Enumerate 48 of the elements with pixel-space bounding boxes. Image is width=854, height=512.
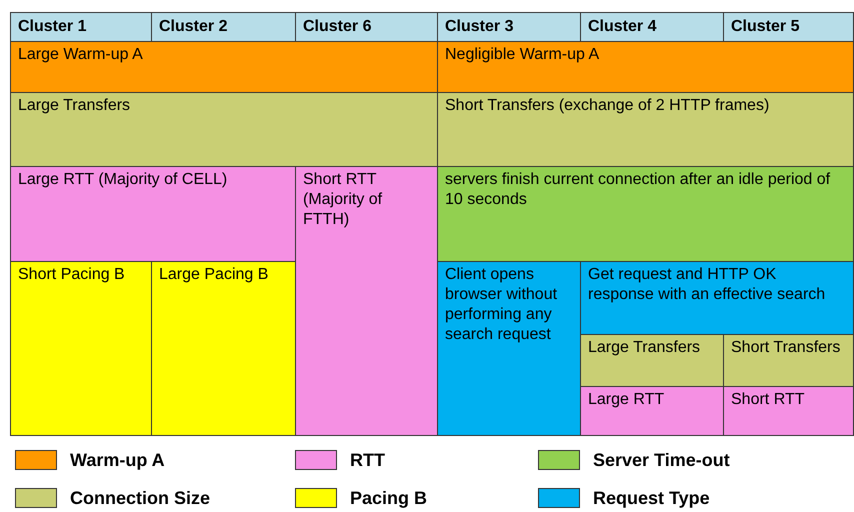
colored-block <box>10 166 296 262</box>
legend-label: Pacing B <box>350 487 428 509</box>
block-label: Large Transfers <box>18 97 130 114</box>
colored-block <box>10 92 438 167</box>
colored-block <box>437 261 581 436</box>
header-cell <box>580 12 724 42</box>
block-label: Large RTT <box>588 391 664 408</box>
colored-block <box>437 166 854 262</box>
header-cell <box>151 12 296 42</box>
block-label: Large Warm-up A <box>18 46 143 63</box>
column-header: Cluster 5 <box>731 18 800 35</box>
header-cell <box>295 12 438 42</box>
block-label: Large Pacing B <box>159 266 268 283</box>
column-header: Cluster 2 <box>159 18 228 35</box>
legend-label: Connection Size <box>70 487 210 509</box>
colored-block <box>723 386 854 436</box>
block-label: Negligible Warm-up A <box>445 46 600 63</box>
colored-block <box>151 261 296 436</box>
colored-block <box>10 41 438 93</box>
block-label: Short Transfers <box>731 339 840 356</box>
colored-block <box>723 334 854 387</box>
colored-block <box>580 386 724 436</box>
block-label: Short RTT <box>731 391 804 408</box>
colored-block <box>437 41 854 93</box>
block-label: Large RTT (Majority of CELL) <box>18 171 228 188</box>
legend-label: Request Type <box>593 487 710 509</box>
block-label: Large Transfers <box>588 339 700 356</box>
column-header: Cluster 1 <box>18 18 86 35</box>
header-cell <box>723 12 854 42</box>
header-cell <box>10 12 152 42</box>
block-label: Get request and HTTP OK response with an effective search <box>588 266 826 303</box>
legend-label: Warm-up A <box>70 449 165 471</box>
column-header: Cluster 4 <box>588 18 656 35</box>
colored-block <box>437 92 854 167</box>
colored-block <box>295 166 438 436</box>
block-label: Short Pacing B <box>18 266 125 283</box>
legend-label: Server Time-out <box>593 449 730 471</box>
block-label: servers finish current connection after an idle period of 10 seconds <box>445 171 830 208</box>
colored-block <box>580 261 854 335</box>
block-label: Short RTT (Majority of FTTH) <box>303 171 382 228</box>
block-label: Client opens browser without performing any search request <box>445 266 558 343</box>
header-cell <box>437 12 581 42</box>
legend-label: RTT <box>350 449 385 471</box>
block-label: Short Transfers (exchange of 2 HTTP frames) <box>445 97 770 114</box>
column-header: Cluster 3 <box>445 18 514 35</box>
colored-block <box>580 334 724 387</box>
column-header: Cluster 6 <box>303 18 372 35</box>
colored-block <box>10 261 152 436</box>
